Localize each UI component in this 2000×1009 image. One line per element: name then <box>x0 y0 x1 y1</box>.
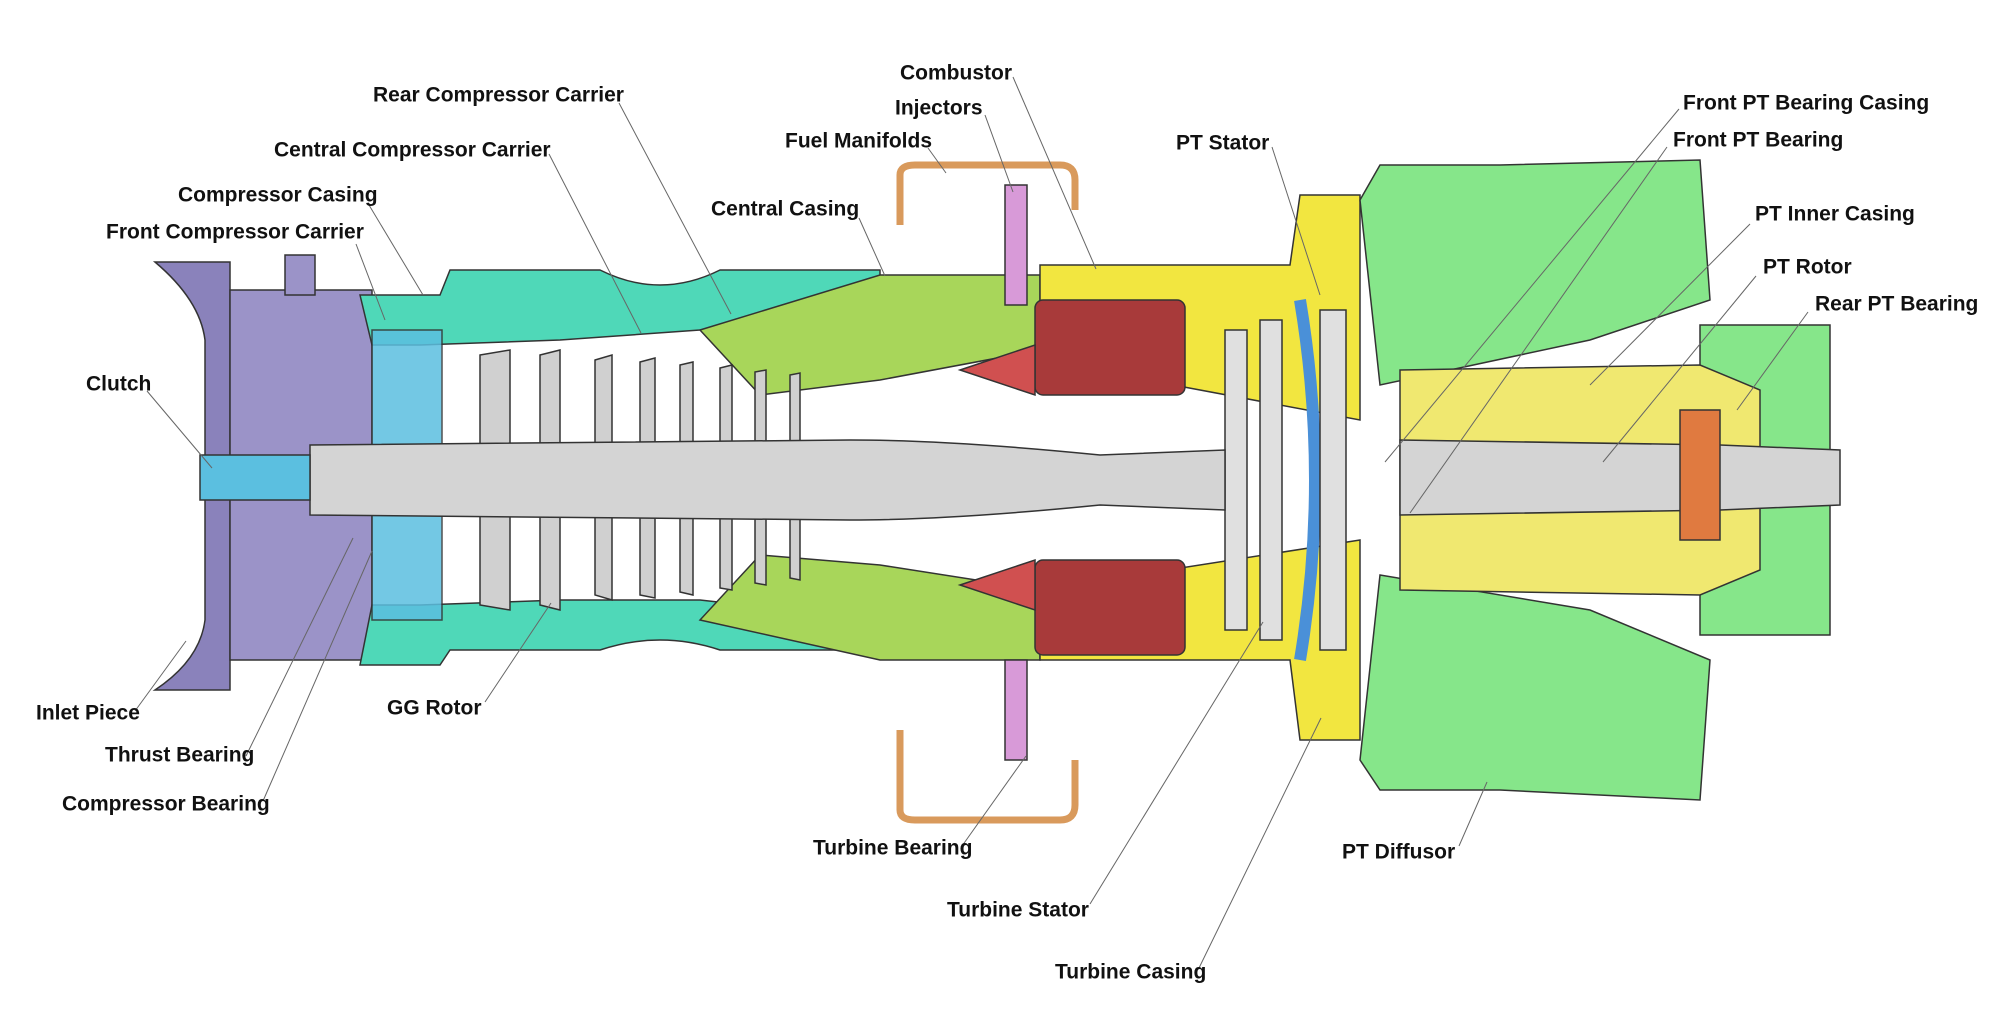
label-gg-rotor: GG Rotor <box>387 697 482 720</box>
leader-fuel-manifolds <box>927 147 947 174</box>
label-rear-compressor-carrier: Rear Compressor Carrier <box>373 84 624 107</box>
leader-turbine-stator <box>1089 621 1264 905</box>
leader-pt-rotor <box>1602 275 1757 463</box>
label-pt-diffusor: PT Diffusor <box>1342 841 1455 864</box>
label-combustor: Combustor <box>900 62 1012 85</box>
leader-combustor <box>1012 76 1097 270</box>
label-front-compressor-carrier: Front Compressor Carrier <box>106 221 364 244</box>
leader-rear-compressor-carrier <box>618 102 732 315</box>
leader-inlet-piece <box>134 640 187 712</box>
label-clutch: Clutch <box>86 373 151 396</box>
label-front-pt-bearing-casing: Front PT Bearing Casing <box>1683 92 1929 115</box>
rotor-shaft-shape <box>199 409 1841 541</box>
label-central-casing: Central Casing <box>711 198 859 221</box>
label-compressor-bearing: Compressor Bearing <box>62 793 270 816</box>
leader-lines <box>134 76 1809 969</box>
leader-front-pt-bearing-casing <box>1384 108 1680 463</box>
leader-clutch <box>146 390 213 469</box>
label-thrust-bearing: Thrust Bearing <box>105 744 254 767</box>
label-central-compressor-carrier: Central Compressor Carrier <box>274 139 551 162</box>
label-turbine-bearing: Turbine Bearing <box>813 837 972 860</box>
leader-turbine-bearing <box>961 755 1027 847</box>
leader-central-casing <box>858 217 886 277</box>
label-rear-pt-bearing: Rear PT Bearing <box>1815 293 1978 316</box>
leader-thrust-bearing <box>245 537 354 757</box>
label-pt-rotor: PT Rotor <box>1763 256 1852 279</box>
leader-gg-rotor <box>484 602 552 703</box>
label-injectors: Injectors <box>895 97 983 120</box>
label-compressor-casing: Compressor Casing <box>178 184 378 207</box>
leader-front-pt-bearing <box>1409 146 1668 514</box>
label-pt-stator: PT Stator <box>1176 132 1269 155</box>
leader-central-compressor-carrier <box>548 153 642 334</box>
leader-pt-inner-casing <box>1589 223 1751 386</box>
labels: Combustor Injectors Fuel Manifolds Rear … <box>36 62 1978 984</box>
label-inlet-piece: Inlet Piece <box>36 702 140 725</box>
combustor-shape <box>957 299 1186 656</box>
leader-compressor-bearing <box>262 550 373 802</box>
label-turbine-stator: Turbine Stator <box>947 899 1089 922</box>
leader-pt-diffusor <box>1458 781 1488 847</box>
pt-casing-shape <box>1359 159 1831 801</box>
label-front-pt-bearing: Front PT Bearing <box>1673 129 1843 152</box>
leader-turbine-casing <box>1198 717 1322 969</box>
leader-injectors <box>984 114 1014 193</box>
label-turbine-casing: Turbine Casing <box>1055 961 1206 984</box>
leader-pt-stator <box>1271 146 1321 296</box>
label-pt-inner-casing: PT Inner Casing <box>1755 203 1915 226</box>
leader-rear-pt-bearing <box>1736 311 1809 411</box>
leader-front-compressor-carrier <box>355 243 386 321</box>
turbine-discs-shape <box>1224 299 1347 661</box>
leader-compressor-casing <box>368 204 424 296</box>
fuel-system-shape <box>896 161 1079 824</box>
label-fuel-manifolds: Fuel Manifolds <box>785 130 932 153</box>
